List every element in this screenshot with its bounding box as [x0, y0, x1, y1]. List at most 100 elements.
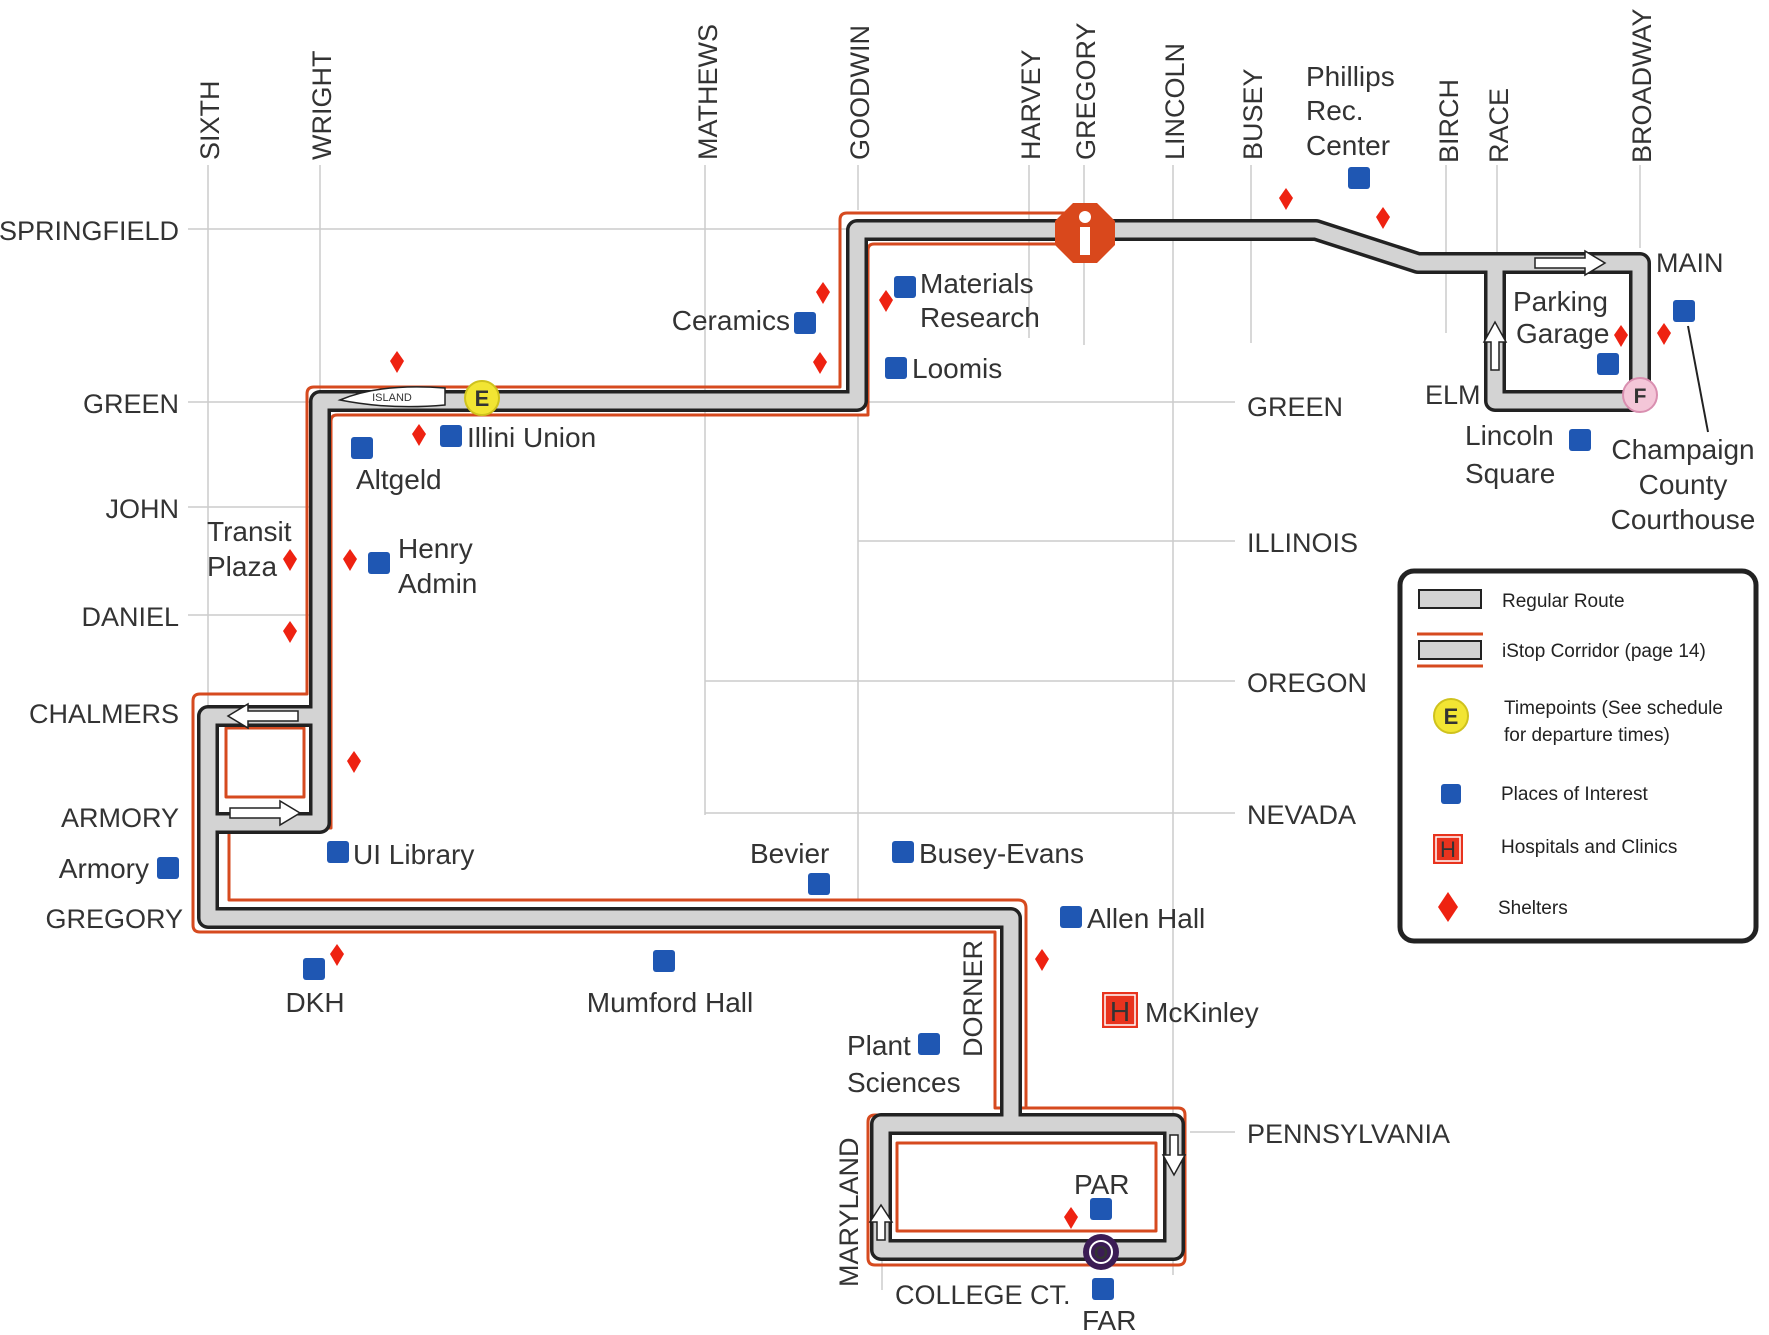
- place-marker-illini-union: [440, 425, 462, 447]
- street-label-birch: BIRCH: [1434, 79, 1464, 163]
- place-marker-courthouse: [1673, 300, 1695, 322]
- timepoint-f: F: [1622, 377, 1658, 413]
- place-marker-henry-admin: [368, 552, 390, 574]
- legend-hospitals-label: Hospitals and Clinics: [1501, 837, 1677, 858]
- legend-shelter-icon: [1438, 892, 1458, 922]
- place-label-busey-evans: Busey-Evans: [919, 838, 1084, 869]
- hospital-icon-mckinley: H: [1102, 992, 1138, 1028]
- street-label-oregon: OREGON: [1247, 668, 1367, 698]
- street-label-wright: WRIGHT: [307, 51, 337, 160]
- place-label-dkh: DKH: [285, 987, 344, 1018]
- place-label-courthouse-1: Champaign: [1611, 434, 1754, 465]
- place-label-bevier: Bevier: [750, 838, 829, 869]
- street-label-elm: ELM: [1425, 380, 1481, 410]
- courthouse-pointer: [1687, 325, 1709, 433]
- place-label-courthouse-3: Courthouse: [1611, 504, 1756, 535]
- street-label-springfield: SPRINGFIELD: [0, 216, 179, 246]
- street-label-goodwin: GOODWIN: [845, 25, 875, 160]
- place-marker-par: [1090, 1198, 1112, 1220]
- place-marker-ui-library: [327, 841, 349, 863]
- place-label-phillips-1: Phillips: [1306, 61, 1395, 92]
- shelter-icon: [390, 351, 404, 373]
- street-label-broadway: BROADWAY: [1627, 8, 1657, 163]
- shelter-icon: [1064, 1207, 1078, 1229]
- place-marker-phillips: [1348, 167, 1370, 189]
- legend: Regular Route iStop Corridor (page 14) E…: [1397, 568, 1759, 944]
- hospital-symbol: H: [1110, 996, 1130, 1027]
- shelter-icon: [1035, 949, 1049, 971]
- shelter-icon: [330, 944, 344, 966]
- island-marker: ISLAND: [337, 386, 446, 408]
- place-label-henry-admin-2: Admin: [398, 568, 477, 599]
- place-label-altgeld: Altgeld: [356, 464, 442, 495]
- places-of-interest: [157, 167, 1695, 1300]
- arrow-up-icon: [1482, 320, 1508, 371]
- place-label-plant-sciences-1: Plant: [847, 1030, 911, 1061]
- place-label-lincoln-square-1: Lincoln: [1465, 420, 1554, 451]
- direction-arrows: [226, 249, 1607, 1241]
- shelter-icon: [1657, 323, 1671, 345]
- street-label-green-east: GREEN: [1247, 392, 1343, 422]
- street-label-green-west: GREEN: [83, 389, 179, 419]
- place-label-lincoln-square-2: Square: [1465, 458, 1555, 489]
- island-label: ISLAND: [372, 392, 412, 404]
- arrow-right-icon: [229, 799, 302, 827]
- place-marker-altgeld: [351, 437, 373, 459]
- place-marker-mumford: [653, 950, 675, 972]
- shelter-icon: [412, 424, 426, 446]
- street-label-armory: ARMORY: [61, 803, 179, 833]
- legend-hospital-symbol: H: [1440, 837, 1456, 862]
- street-label-gregory-vertical: GREGORY: [1071, 22, 1101, 160]
- legend-regular-route-label: Regular Route: [1502, 591, 1625, 612]
- place-marker-bevier: [808, 873, 830, 895]
- legend-timepoints-label-2: for departure times): [1504, 725, 1670, 746]
- legend-hospital-icon-border: [1435, 836, 1461, 862]
- shelter-icon: [283, 549, 297, 571]
- place-label-phillips-2: Rec.: [1306, 95, 1364, 126]
- timepoint-o-label: O: [1094, 1243, 1108, 1263]
- place-label-transit-plaza-2: Plaza: [207, 551, 277, 582]
- shelter-icon: [283, 621, 297, 643]
- legend-timepoint-icon: [1433, 698, 1469, 734]
- street-label-race: RACE: [1484, 88, 1514, 163]
- place-label-parking-garage-1: Parking: [1513, 286, 1608, 317]
- place-marker-loomis: [885, 357, 907, 379]
- place-label-illini-union: Illini Union: [467, 422, 596, 453]
- legend-timepoint-symbol: E: [1444, 704, 1459, 729]
- place-label-far: FAR: [1082, 1305, 1136, 1335]
- place-label-transit-plaza-1: Transit: [207, 516, 292, 547]
- legend-timepoints-label-1: Timepoints (See schedule: [1504, 698, 1723, 719]
- place-labels: Phillips Rec. Center Materials Research …: [59, 61, 1756, 1335]
- legend-istop-swatch: [1418, 640, 1482, 660]
- place-label-materials-2: Research: [920, 302, 1040, 333]
- legend-places-label: Places of Interest: [1501, 784, 1649, 805]
- place-label-henry-admin-1: Henry: [398, 533, 473, 564]
- shelter-icon: [879, 290, 893, 312]
- place-label-loomis: Loomis: [912, 353, 1002, 384]
- legend-box: [1397, 568, 1759, 944]
- place-marker-allen-hall: [1060, 906, 1082, 928]
- street-label-daniel: DANIEL: [81, 602, 179, 632]
- shelter-icon: [1376, 207, 1390, 229]
- street-label-mathews: MATHEWS: [693, 24, 723, 160]
- street-label-maryland: MARYLAND: [834, 1137, 864, 1287]
- legend-regular-route-swatch: [1418, 589, 1482, 609]
- street-label-pennsylvania: PENNSYLVANIA: [1247, 1119, 1450, 1149]
- shelter-icon: [347, 751, 361, 773]
- legend-istop-label: iStop Corridor (page 14): [1502, 641, 1706, 662]
- place-label-par: PAR: [1074, 1169, 1130, 1200]
- place-marker-armory: [157, 857, 179, 879]
- place-marker-parking-garage: [1597, 353, 1619, 375]
- street-label-college-ct: COLLEGE CT.: [895, 1280, 1071, 1310]
- shelter-icon: [343, 549, 357, 571]
- street-label-illinois: ILLINOIS: [1247, 528, 1358, 558]
- place-label-parking-garage-2: Garage: [1516, 318, 1609, 349]
- street-label-john: JOHN: [106, 494, 180, 524]
- street-label-dorner: DORNER: [958, 940, 988, 1057]
- place-label-materials-1: Materials: [920, 268, 1034, 299]
- info-hub-icon: [1055, 203, 1115, 263]
- legend-place-icon: [1441, 784, 1461, 804]
- place-label-plant-sciences-2: Sciences: [847, 1067, 961, 1098]
- timepoint-f-label: F: [1634, 385, 1647, 408]
- place-marker-materials: [894, 276, 916, 298]
